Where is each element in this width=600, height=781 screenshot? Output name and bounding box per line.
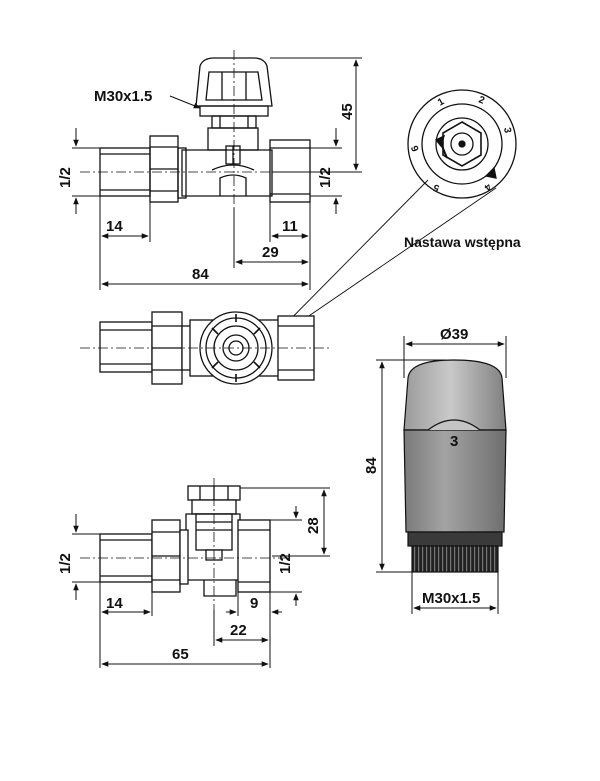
label-thread-bottom: M30x1.5 [422,590,480,607]
side-view-angled [80,478,290,610]
label-dim-45: 45 [339,103,356,120]
dial-mark-5: 5 [432,181,441,193]
label-half-left-2: 1/2 [57,553,74,574]
label-half-left-1: 1/2 [57,167,74,188]
dimensions-view-3 [72,487,330,668]
label-dim-11: 11 [282,218,298,235]
dial-mark-1: 1 [436,96,447,109]
top-view [80,311,330,385]
preset-dial-detail [407,89,517,199]
label-dim-29: 29 [262,244,279,261]
dial-mark-4: 4 [481,181,493,193]
dimensions-head [376,336,507,614]
label-half-right-2: 1/2 [277,553,294,574]
label-dim-65: 65 [172,646,189,663]
label-preset: Nastawa wstępna [404,234,521,250]
label-dim-28: 28 [305,517,322,534]
label-thread-top: M30x1.5 [94,88,152,105]
dial-mark-6: 6 [409,143,421,152]
dial-mark-2: 2 [477,94,486,106]
label-half-right-1: 1/2 [317,167,334,188]
label-dim-9: 9 [250,595,258,612]
label-dim-84-head: 84 [363,457,380,474]
dimensions-view-1 [72,57,362,290]
thermostatic-head [403,359,507,573]
label-head-mark: 3 [450,433,458,450]
side-view-straight [80,50,330,208]
label-dim-14-bottom: 14 [106,595,123,612]
label-dim-22: 22 [230,622,247,639]
dial-mark-3: 3 [501,127,513,135]
dial-numbers: 1 2 3 4 5 6 [409,94,512,193]
label-dia-39: Ø39 [440,326,468,343]
label-dim-14-top: 14 [106,218,123,235]
label-dim-84-top: 84 [192,266,209,283]
